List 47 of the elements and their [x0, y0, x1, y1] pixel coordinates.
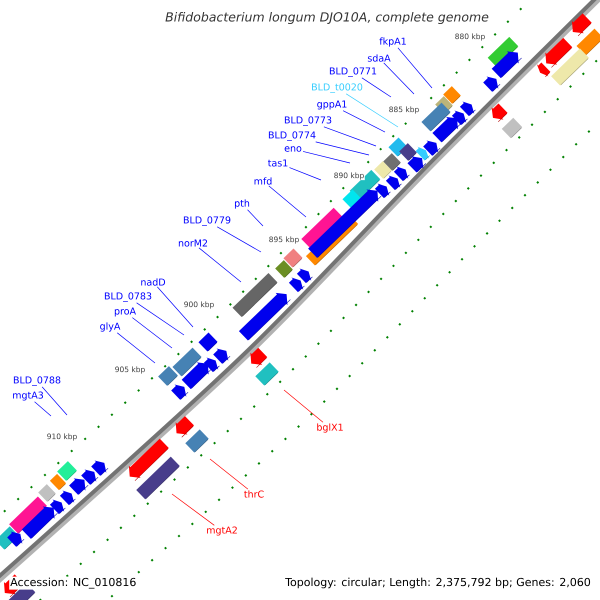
gene-label: eno [284, 146, 302, 152]
gene-label: bglX1 [317, 423, 343, 433]
leader-line [34, 401, 52, 416]
gene-label: BLD_t0020 [312, 83, 362, 93]
title: Bifidobacterium longum DJO10A, complete genome [165, 12, 488, 24]
accession-text: Accession: NC_010816 [9, 576, 138, 590]
gene-label: BLD_0773 [284, 116, 332, 126]
leader-line [324, 126, 376, 146]
leader-line [383, 62, 414, 94]
leader-line [132, 317, 172, 348]
leader-line [247, 209, 264, 226]
gene-label: mgtA3 [13, 391, 44, 401]
leader-line [346, 94, 398, 128]
leader-line [342, 110, 386, 132]
gene-label: mgtA2 [207, 526, 237, 536]
topology-text: Topology: circular; Length: 2,375,792 bp; Genes: 2,060 [285, 578, 590, 588]
gene-label: nadD [141, 278, 166, 286]
leader-line [42, 386, 68, 416]
gene-label: mfd [254, 177, 272, 185]
gene-label: BLD_0788 [14, 376, 60, 386]
gene-label: BLD_0779 [184, 216, 230, 226]
leader-line [156, 286, 194, 328]
leader-line [284, 390, 324, 423]
leader-line [210, 458, 248, 490]
leader-line [268, 186, 306, 218]
leader-line [302, 151, 350, 164]
leader-line [289, 167, 322, 180]
gene-label: BLD_0783 [104, 292, 152, 302]
gene-label: tas1 [268, 159, 288, 167]
gene-label: proA [114, 308, 136, 316]
gene-label: pth [234, 199, 250, 209]
gene-label: glyA [100, 322, 120, 332]
gene-label: sdaA [368, 54, 391, 62]
leader-line [362, 78, 392, 98]
leader-line [398, 47, 432, 88]
leader-line [136, 302, 184, 336]
leader-line [198, 247, 242, 282]
gene-label: thrC [244, 490, 264, 498]
gene-label: norM2 [178, 239, 208, 247]
gene-label: BLD_0774 [268, 131, 316, 141]
leader-line [315, 142, 370, 156]
leader-line [172, 494, 215, 526]
gene-label: fkpA1 [380, 37, 406, 47]
gene-label: gppA1 [317, 100, 346, 110]
gene-label: BLD_0771 [330, 67, 376, 77]
leader-line [216, 226, 262, 252]
leader-line [116, 332, 156, 364]
